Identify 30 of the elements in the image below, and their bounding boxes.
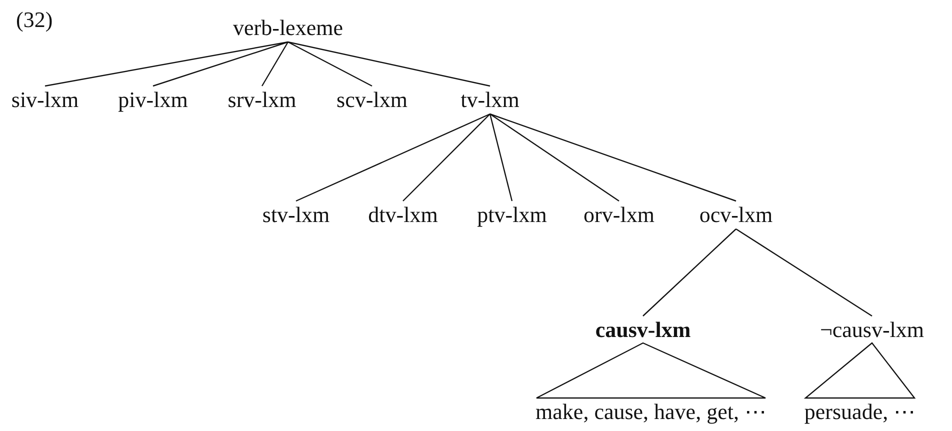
tree-branch: [490, 113, 736, 202]
tree-branch: [489, 114, 513, 202]
tree-branch: [288, 41, 372, 87]
tree-branch: [490, 114, 620, 202]
type-label: causv-lxm: [595, 318, 691, 342]
type-label: siv-lxm: [11, 88, 79, 112]
tree-branch: [642, 228, 736, 316]
type-label: dtv-lxm: [368, 203, 438, 227]
tree-branch: [736, 228, 872, 316]
tree-branch: [296, 113, 490, 202]
type-label: ocv-lxm: [699, 203, 773, 227]
example-number: (32): [16, 8, 53, 32]
type-label: stv-lxm: [262, 203, 330, 227]
tree-branch: [288, 41, 490, 87]
word-list: make, cause, have, get, ⋯: [536, 400, 766, 424]
tree-branch: [152, 41, 288, 87]
word-list: persuade, ⋯: [804, 400, 916, 424]
type-label: srv-lxm: [228, 88, 296, 112]
tree-branch: [804, 342, 916, 399]
type-label: tv-lxm: [460, 88, 520, 112]
tree-branch: [402, 114, 490, 202]
type-label: piv-lxm: [118, 88, 188, 112]
type-label: ptv-lxm: [477, 203, 547, 227]
type-label: ¬causv-lxm: [820, 318, 924, 342]
type-label: orv-lxm: [584, 203, 654, 227]
tree-branch: [261, 42, 289, 86]
type-label: scv-lxm: [336, 88, 408, 112]
tree-branch: [44, 41, 288, 87]
tree-branch: [536, 342, 766, 399]
type-label: verb-lexeme: [233, 16, 343, 40]
